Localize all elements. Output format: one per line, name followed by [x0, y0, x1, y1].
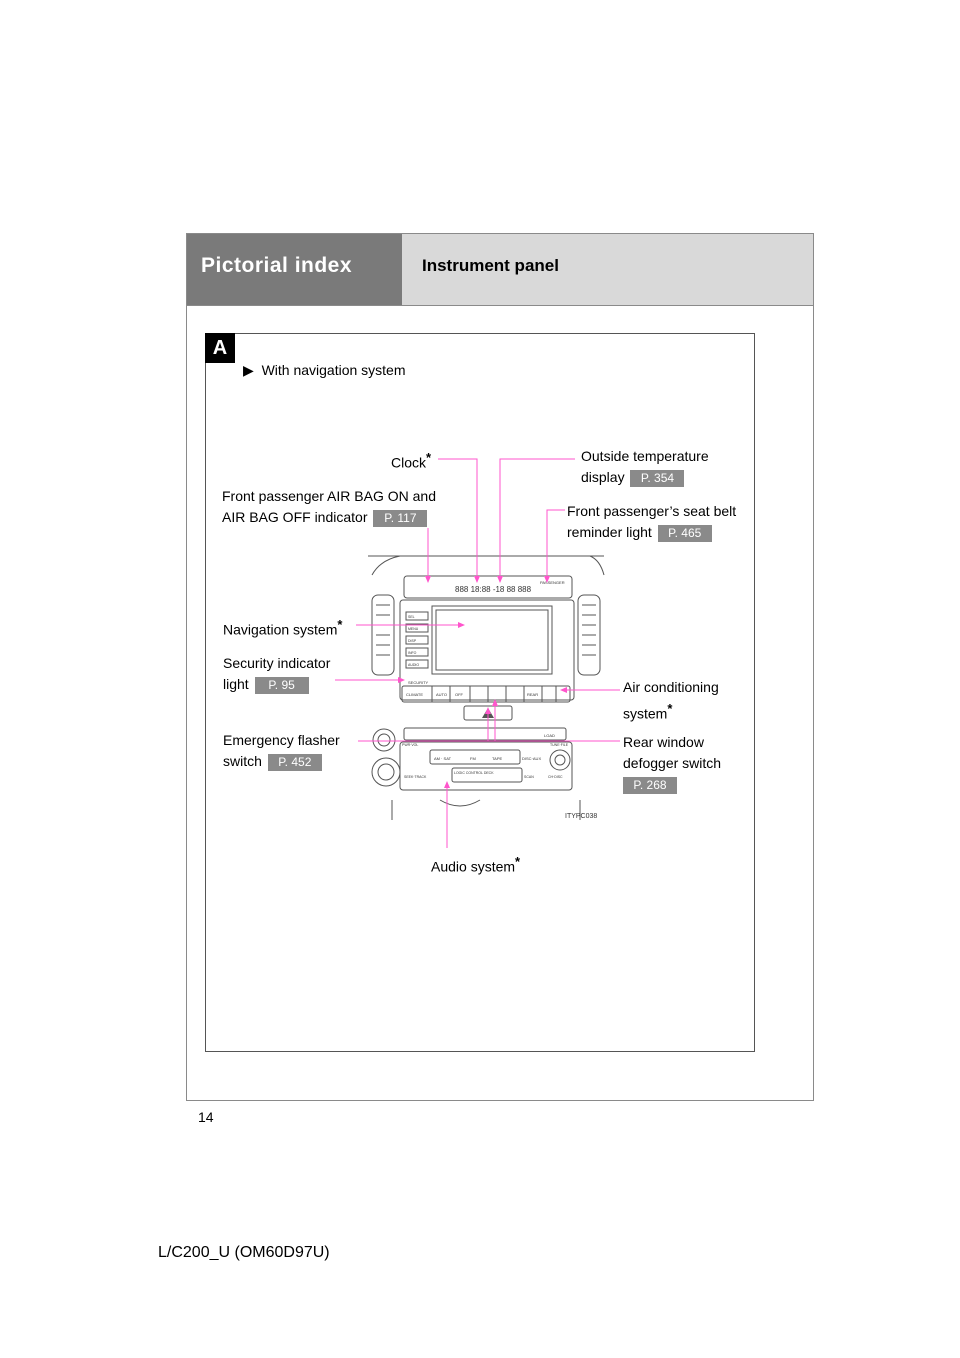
figure-box [205, 333, 755, 1052]
panel-tune-file: TUNE·FILE [550, 743, 569, 747]
panel-load: LOAD [544, 733, 555, 738]
asterisk: * [337, 617, 343, 632]
panel-scan: SCAN [524, 775, 534, 779]
page-frame [186, 233, 814, 1101]
panel-nav-sel: SEL [408, 615, 415, 619]
figure-badge: A [205, 333, 235, 363]
variant-note-text: With navigation system [261, 362, 406, 378]
callout-audio: Audio system* [431, 851, 520, 878]
asterisk: * [515, 854, 521, 869]
page-ref-268[interactable]: P. 268 [623, 776, 677, 794]
asterisk: * [667, 701, 673, 716]
section-header: Pictorial index [187, 234, 402, 305]
panel-auto: AUTO [436, 692, 447, 697]
footer-code: L/C200_U (OM60D97U) [158, 1244, 330, 1261]
callout-ac-line1: Air conditioning [623, 679, 719, 695]
callout-flasher-line1: Emergency flasher [223, 732, 340, 748]
panel-nav-menu: MENU [408, 627, 419, 631]
asterisk: * [426, 450, 432, 465]
callout-security: Security indicator light P. 95 [223, 653, 330, 695]
leader-lines [335, 458, 620, 848]
callout-airbag-line2: AIR BAG OFF indicator [222, 509, 368, 525]
callout-navigation: Navigation system* [223, 614, 342, 641]
panel-security: SECURITY [408, 680, 429, 685]
callout-seatbelt-line1: Front passenger’s seat belt [567, 503, 737, 519]
callout-security-line2: light [223, 676, 249, 692]
panel-display: 888 18:88 -18 88 888 [455, 585, 532, 594]
callout-airbag-indicator: Front passenger AIR BAG ON and AIR BAG O… [222, 486, 436, 528]
panel-seek-track: SEEK·TRACK [404, 775, 427, 779]
image-code: ITYPC038 [565, 813, 597, 820]
callout-audio-label: Audio system [431, 858, 516, 875]
panel-nav-disp: DISP [408, 639, 417, 643]
page-number: 14 [198, 1109, 214, 1125]
callout-outside-temp-line2: display [581, 469, 625, 485]
panel-off: OFF [455, 692, 464, 697]
callout-clock: Clock* [391, 447, 431, 474]
subsection-header: Instrument panel [402, 234, 813, 305]
callout-flasher-line2: switch [223, 753, 262, 769]
callout-outside-temp: Outside temperature display P. 354 [581, 446, 709, 488]
panel-passenger: PASSENGER [540, 580, 565, 585]
panel-disc: DISC·AUX [522, 756, 541, 761]
page-ref-117[interactable]: P. 117 [373, 509, 428, 527]
panel-rear: REAR [527, 692, 538, 697]
panel-pwr-vol: PWR·VOL [402, 743, 418, 747]
callout-clock-label: Clock [391, 454, 427, 471]
callout-ac-line2: system [623, 705, 668, 722]
page-ref-95[interactable]: P. 95 [254, 676, 309, 694]
panel-nav-audio: AUDIO [408, 663, 419, 667]
callout-outside-temp-line1: Outside temperature [581, 448, 709, 464]
panel-logic: LOGIC CONTROL DECK [454, 771, 494, 775]
callout-seatbelt-light: Front passenger’s seat belt reminder lig… [567, 501, 736, 543]
variant-note: ▶ With navigation system [243, 360, 406, 381]
page-ref-354[interactable]: P. 354 [630, 469, 685, 487]
page-ref-452[interactable]: P. 452 [267, 753, 322, 771]
callout-air-conditioning: Air conditioning system* [623, 677, 719, 725]
subsection-title: Instrument panel [422, 256, 559, 275]
callout-rear-defogger: Rear window defogger switch P. 268 [623, 732, 721, 795]
callout-navigation-label: Navigation system [223, 621, 338, 638]
header-divider [187, 305, 813, 306]
panel-ch-disc: CH·DISC [548, 775, 563, 779]
callout-seatbelt-line2: reminder light [567, 524, 652, 540]
callout-security-line1: Security indicator [223, 655, 331, 671]
section-title: Pictorial index [201, 254, 353, 277]
panel-fm: FM [470, 756, 476, 761]
callout-defogger-line1: Rear window [623, 734, 704, 750]
callout-defogger-line2: defogger switch [623, 755, 722, 771]
callout-airbag-line1: Front passenger AIR BAG ON and [222, 488, 436, 504]
page-ref-465[interactable]: P. 465 [657, 524, 712, 542]
play-arrow-icon: ▶ [243, 362, 254, 378]
callout-emergency-flasher: Emergency flasher switch P. 452 [223, 730, 340, 772]
panel-tape: TAPE [492, 756, 502, 761]
panel-am-sat: AM · SAT [434, 756, 452, 761]
panel-nav-info: INFO [408, 651, 417, 655]
panel-climate: CLIMATE [406, 692, 423, 697]
